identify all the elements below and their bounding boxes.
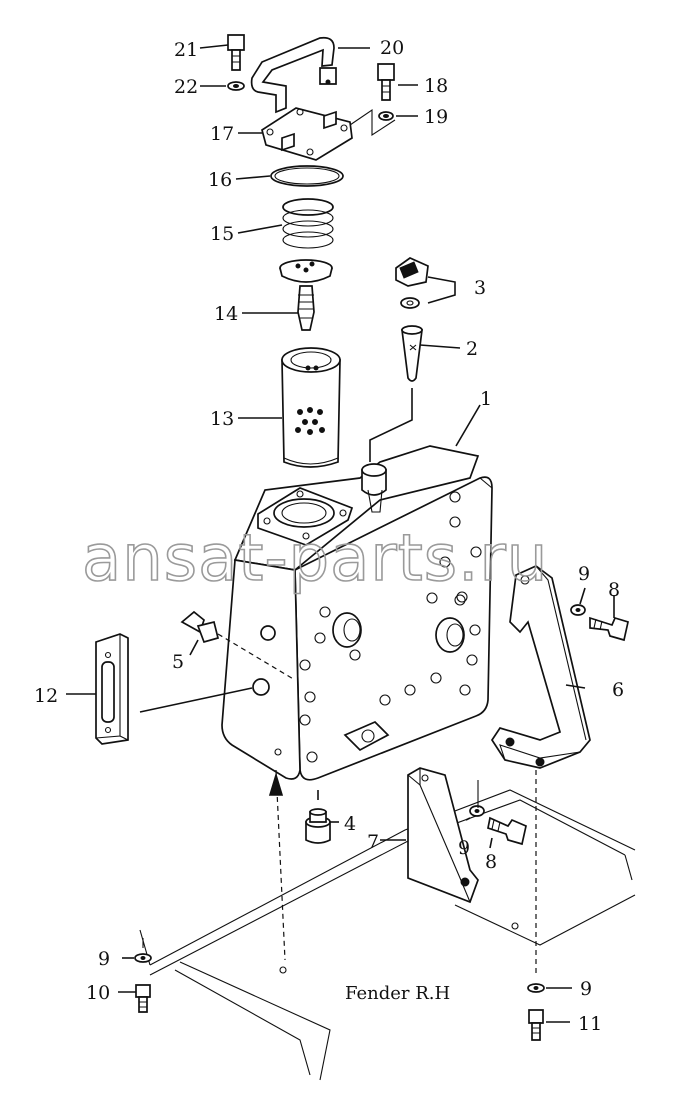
callout-21: 21: [174, 39, 198, 61]
callout-9-right: 9: [580, 978, 592, 1000]
callout-18: 18: [424, 75, 448, 97]
o-ring: [270, 165, 344, 187]
callout-16: 16: [208, 169, 232, 191]
callout-5: 5: [172, 651, 184, 673]
callout-10: 10: [86, 982, 110, 1004]
callout-9-upper: 9: [578, 563, 590, 585]
washer-19: [378, 111, 394, 121]
callout-14: 14: [214, 303, 238, 325]
callout-2: 2: [466, 338, 478, 360]
rubber-pad: [95, 633, 129, 745]
bolt-21: [227, 34, 245, 71]
callout-4: 4: [344, 813, 356, 835]
callout-1: 1: [480, 388, 492, 410]
plug-5: [180, 610, 296, 681]
callout-20: 20: [380, 37, 404, 59]
bolt-8-upper: [589, 616, 629, 642]
leader-lines: [66, 44, 615, 1023]
bracket-7: [407, 767, 479, 904]
bolt-10: [135, 984, 151, 1013]
callout-3: 3: [474, 277, 486, 299]
spring: [282, 198, 334, 249]
breather-tube: [250, 36, 337, 114]
tank-cap: [395, 257, 429, 309]
strainer: [281, 347, 341, 468]
watermark: ansat-parts.ru: [82, 522, 548, 596]
cover-plate: [261, 107, 353, 161]
fender-caption: Fender R.H: [345, 983, 450, 1004]
callout-22: 22: [174, 76, 198, 98]
callout-17: 17: [210, 123, 234, 145]
washer-22: [227, 81, 245, 91]
strainer-plunger: [279, 259, 333, 331]
fender-rh: [139, 789, 636, 1081]
callout-15: 15: [210, 223, 234, 245]
strainer-holes: [295, 365, 325, 435]
drain-plug: [305, 790, 331, 844]
callout-9-mid: 9: [458, 837, 470, 859]
callout-6: 6: [612, 679, 624, 701]
callout-8-upper: 8: [608, 579, 620, 601]
tank-bolt-holes: [299, 491, 482, 763]
level-gauge: [369, 325, 423, 462]
bolt-8-lower: [487, 816, 527, 846]
callout-11: 11: [578, 1013, 602, 1035]
callout-12: 12: [34, 685, 58, 707]
fuel-tank: [221, 445, 493, 781]
callout-8-lower: 8: [485, 851, 497, 873]
bolt-11: [528, 1009, 544, 1041]
callout-7: 7: [367, 831, 379, 853]
callout-labels: 21 22 20 18 19 17 16 15 14 13 3 2 1 5 12…: [34, 37, 624, 1035]
callout-9-left: 9: [98, 948, 110, 970]
bracket-6: [490, 565, 591, 769]
callout-13: 13: [210, 408, 234, 430]
callout-19: 19: [424, 106, 448, 128]
bolt-18: [377, 63, 395, 101]
